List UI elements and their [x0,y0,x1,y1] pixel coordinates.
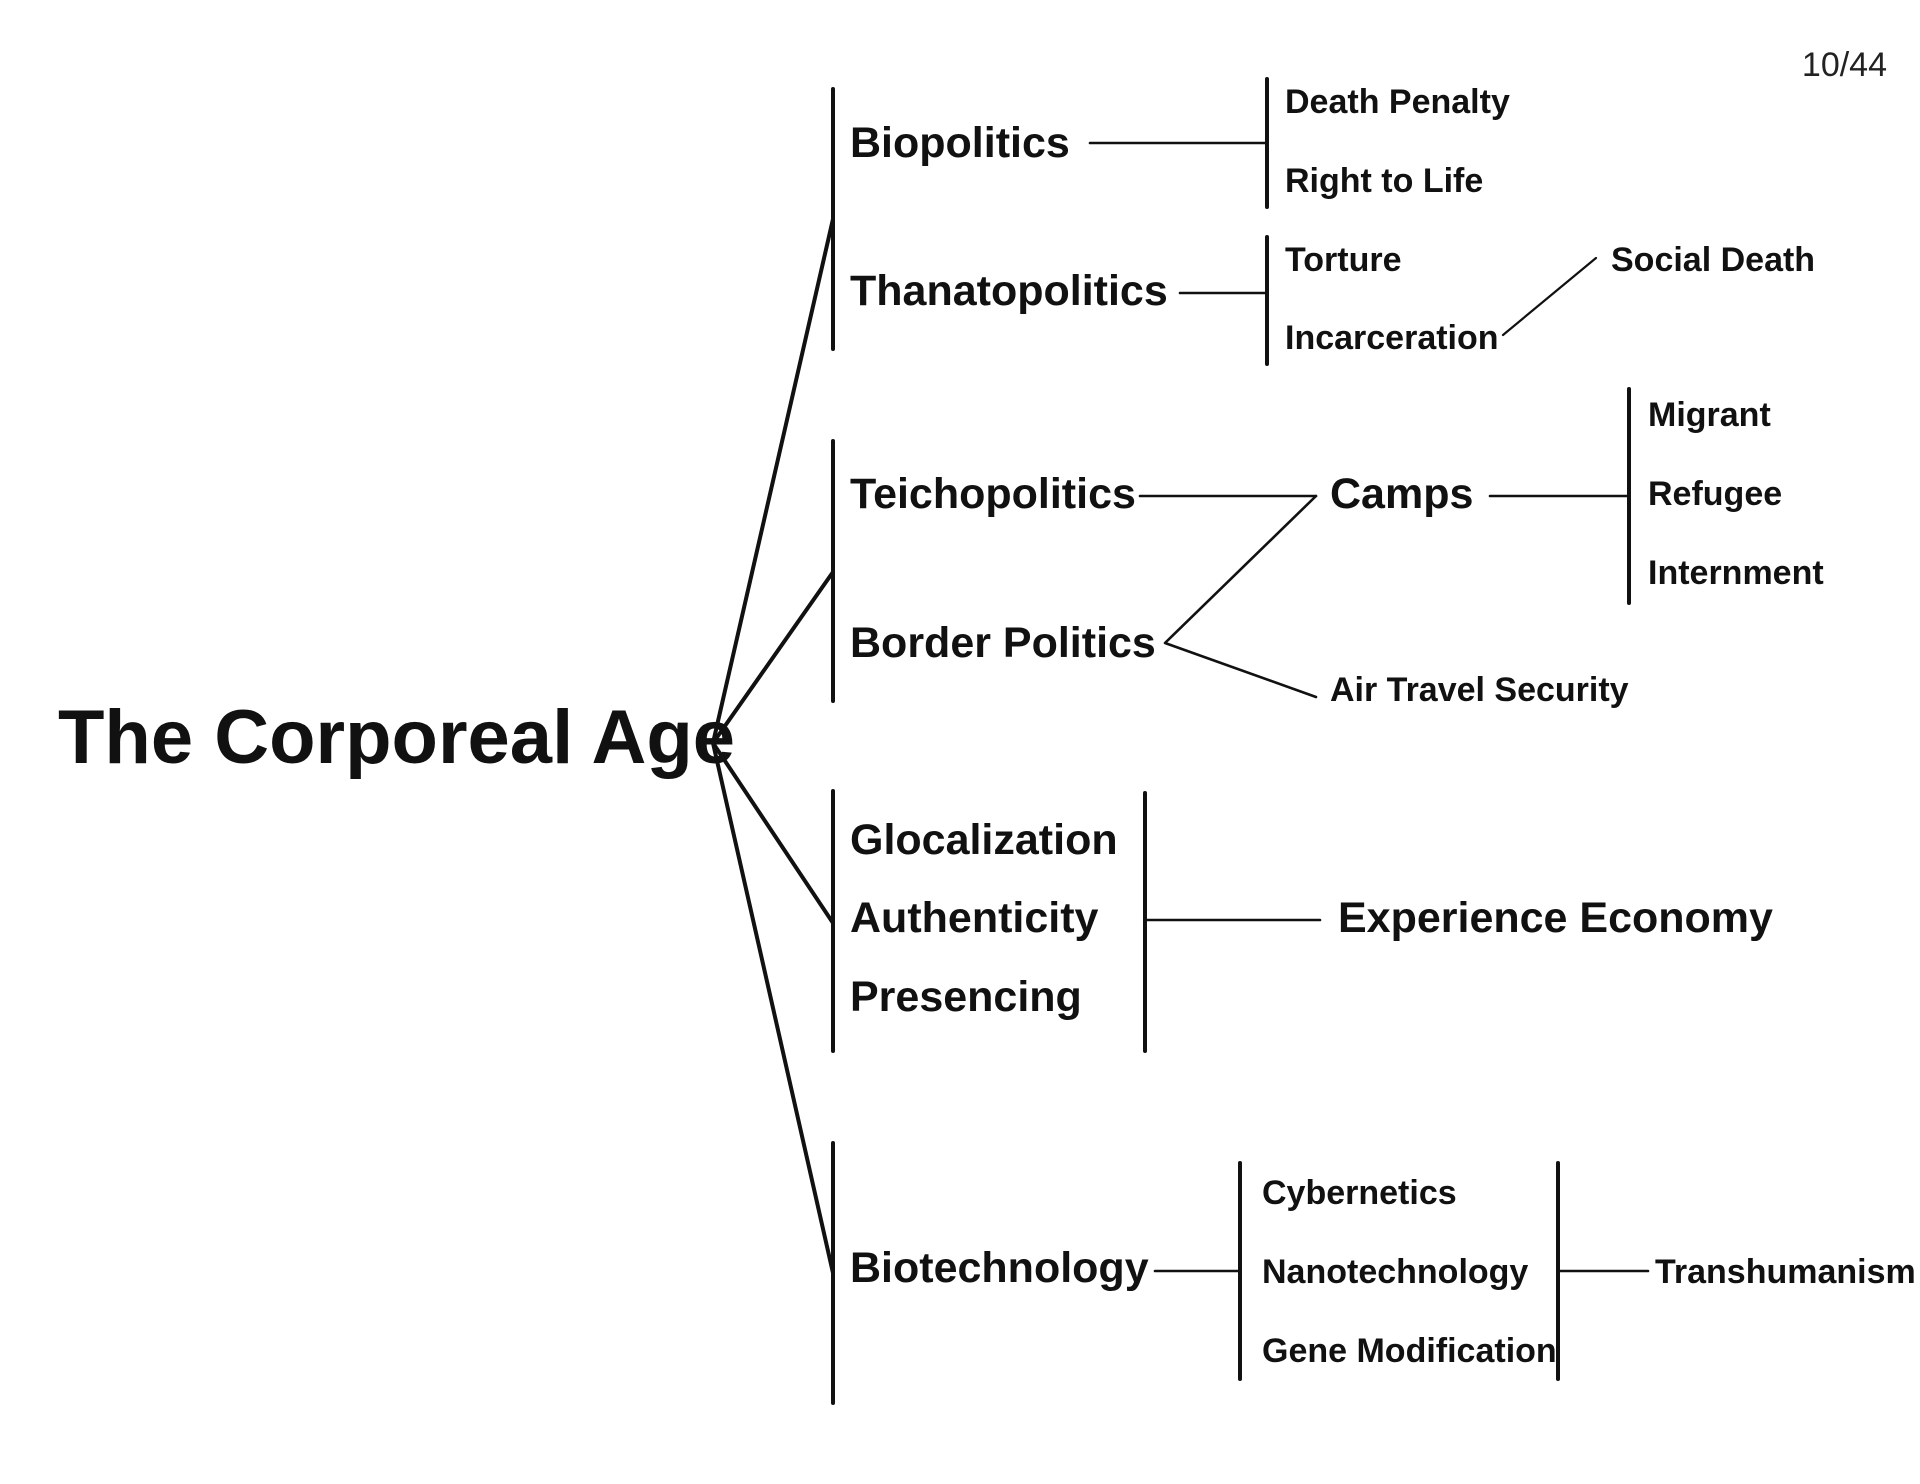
experience-economy-label: Experience Economy [1338,894,1773,942]
biotechnology-item: Cybernetics [1262,1174,1457,1212]
thanatopolitics-item: Torture [1285,241,1401,279]
social-death-label: Social Death [1611,241,1815,279]
root-title: The Corporeal Age [58,695,735,780]
camps-item: Refugee [1648,475,1782,513]
incarceration-to-social-death-connector [1501,256,1598,337]
biotechnology-item: Nanotechnology [1262,1253,1528,1291]
thanatopolitics-label: Thanatopolitics [850,267,1168,315]
transhumanism-label: Transhumanism [1655,1253,1916,1291]
biopolitics-item: Right to Life [1285,162,1483,200]
border-politics-label: Border Politics [850,619,1156,667]
experience-group-item: Authenticity [850,894,1099,942]
camps-item: Migrant [1648,396,1771,434]
page-number: 10/44 [1802,46,1887,84]
biotechnology-label: Biotechnology [850,1244,1149,1292]
biopolitics-label: Biopolitics [850,119,1070,167]
thanatopolitics-item: Incarceration [1285,319,1499,357]
connector-root-to-politics-group [711,217,835,745]
air-travel-security-label: Air Travel Security [1330,671,1629,709]
camps-label: Camps [1330,470,1473,518]
teichopolitics-label: Teichopolitics [850,470,1136,518]
experience-group-item: Glocalization [850,816,1118,864]
experience-group-item: Presencing [850,973,1082,1021]
connector-root-to-experience-group [711,741,835,925]
connector-root-to-border-group [711,570,835,745]
camps-item: Internment [1648,554,1824,592]
biopolitics-item: Death Penalty [1285,83,1510,121]
biotechnology-item: Gene Modification [1262,1332,1557,1370]
connector-root-to-biotech-group [711,741,835,1275]
root-connectors [711,217,835,1275]
border-politics-connector [1163,494,1318,699]
